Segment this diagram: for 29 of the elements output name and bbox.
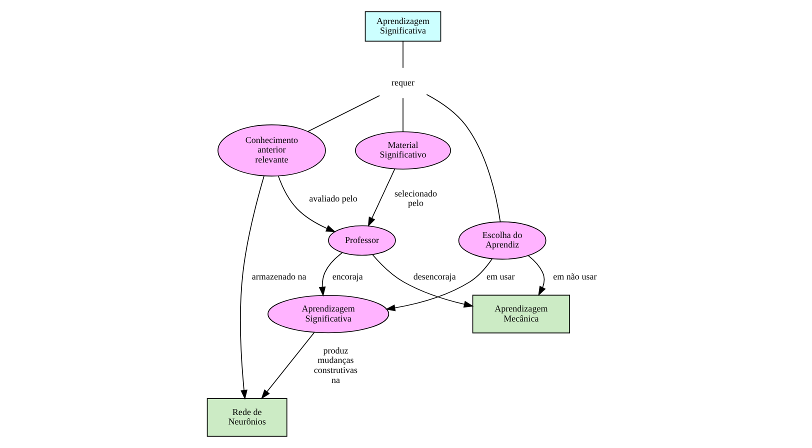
node-box: Rede de Neurônios — [206, 398, 287, 437]
edge-label: desencoraja — [412, 271, 456, 282]
arrow — [277, 176, 336, 232]
arrow — [260, 332, 314, 400]
edge-label: produz mudanças construtivas na — [313, 345, 358, 385]
edge-label: em usar — [486, 271, 514, 282]
edge-label: avaliado pelo — [308, 193, 357, 204]
node-box: Aprendizagem Significativa — [364, 11, 441, 42]
connector — [307, 95, 380, 132]
edge-label: em não usar — [552, 271, 596, 282]
connector — [402, 41, 403, 68]
arrow — [527, 255, 546, 296]
edge-label: armazenado na — [251, 271, 306, 282]
arrow — [367, 168, 395, 227]
node-ellipse: Escolha do Aprendiz — [458, 221, 546, 260]
node-ellipse: Material Significativo — [354, 131, 450, 170]
connector — [402, 98, 403, 132]
node-ellipse: Professor — [328, 225, 396, 256]
edge-label: encoraja — [332, 271, 362, 282]
edge-label: selecionado pelo — [394, 188, 437, 208]
node-box: Aprendizagem Mecânica — [472, 294, 570, 334]
connector — [426, 94, 500, 222]
node-ellipse: Aprendizagem Significativa — [267, 294, 389, 334]
node-text: requer — [390, 77, 414, 88]
arrow — [318, 252, 342, 297]
arrow — [240, 175, 264, 400]
arrow — [384, 258, 492, 312]
arrow — [372, 254, 474, 308]
node-ellipse: Conhecimento anterior relevante — [217, 124, 326, 176]
